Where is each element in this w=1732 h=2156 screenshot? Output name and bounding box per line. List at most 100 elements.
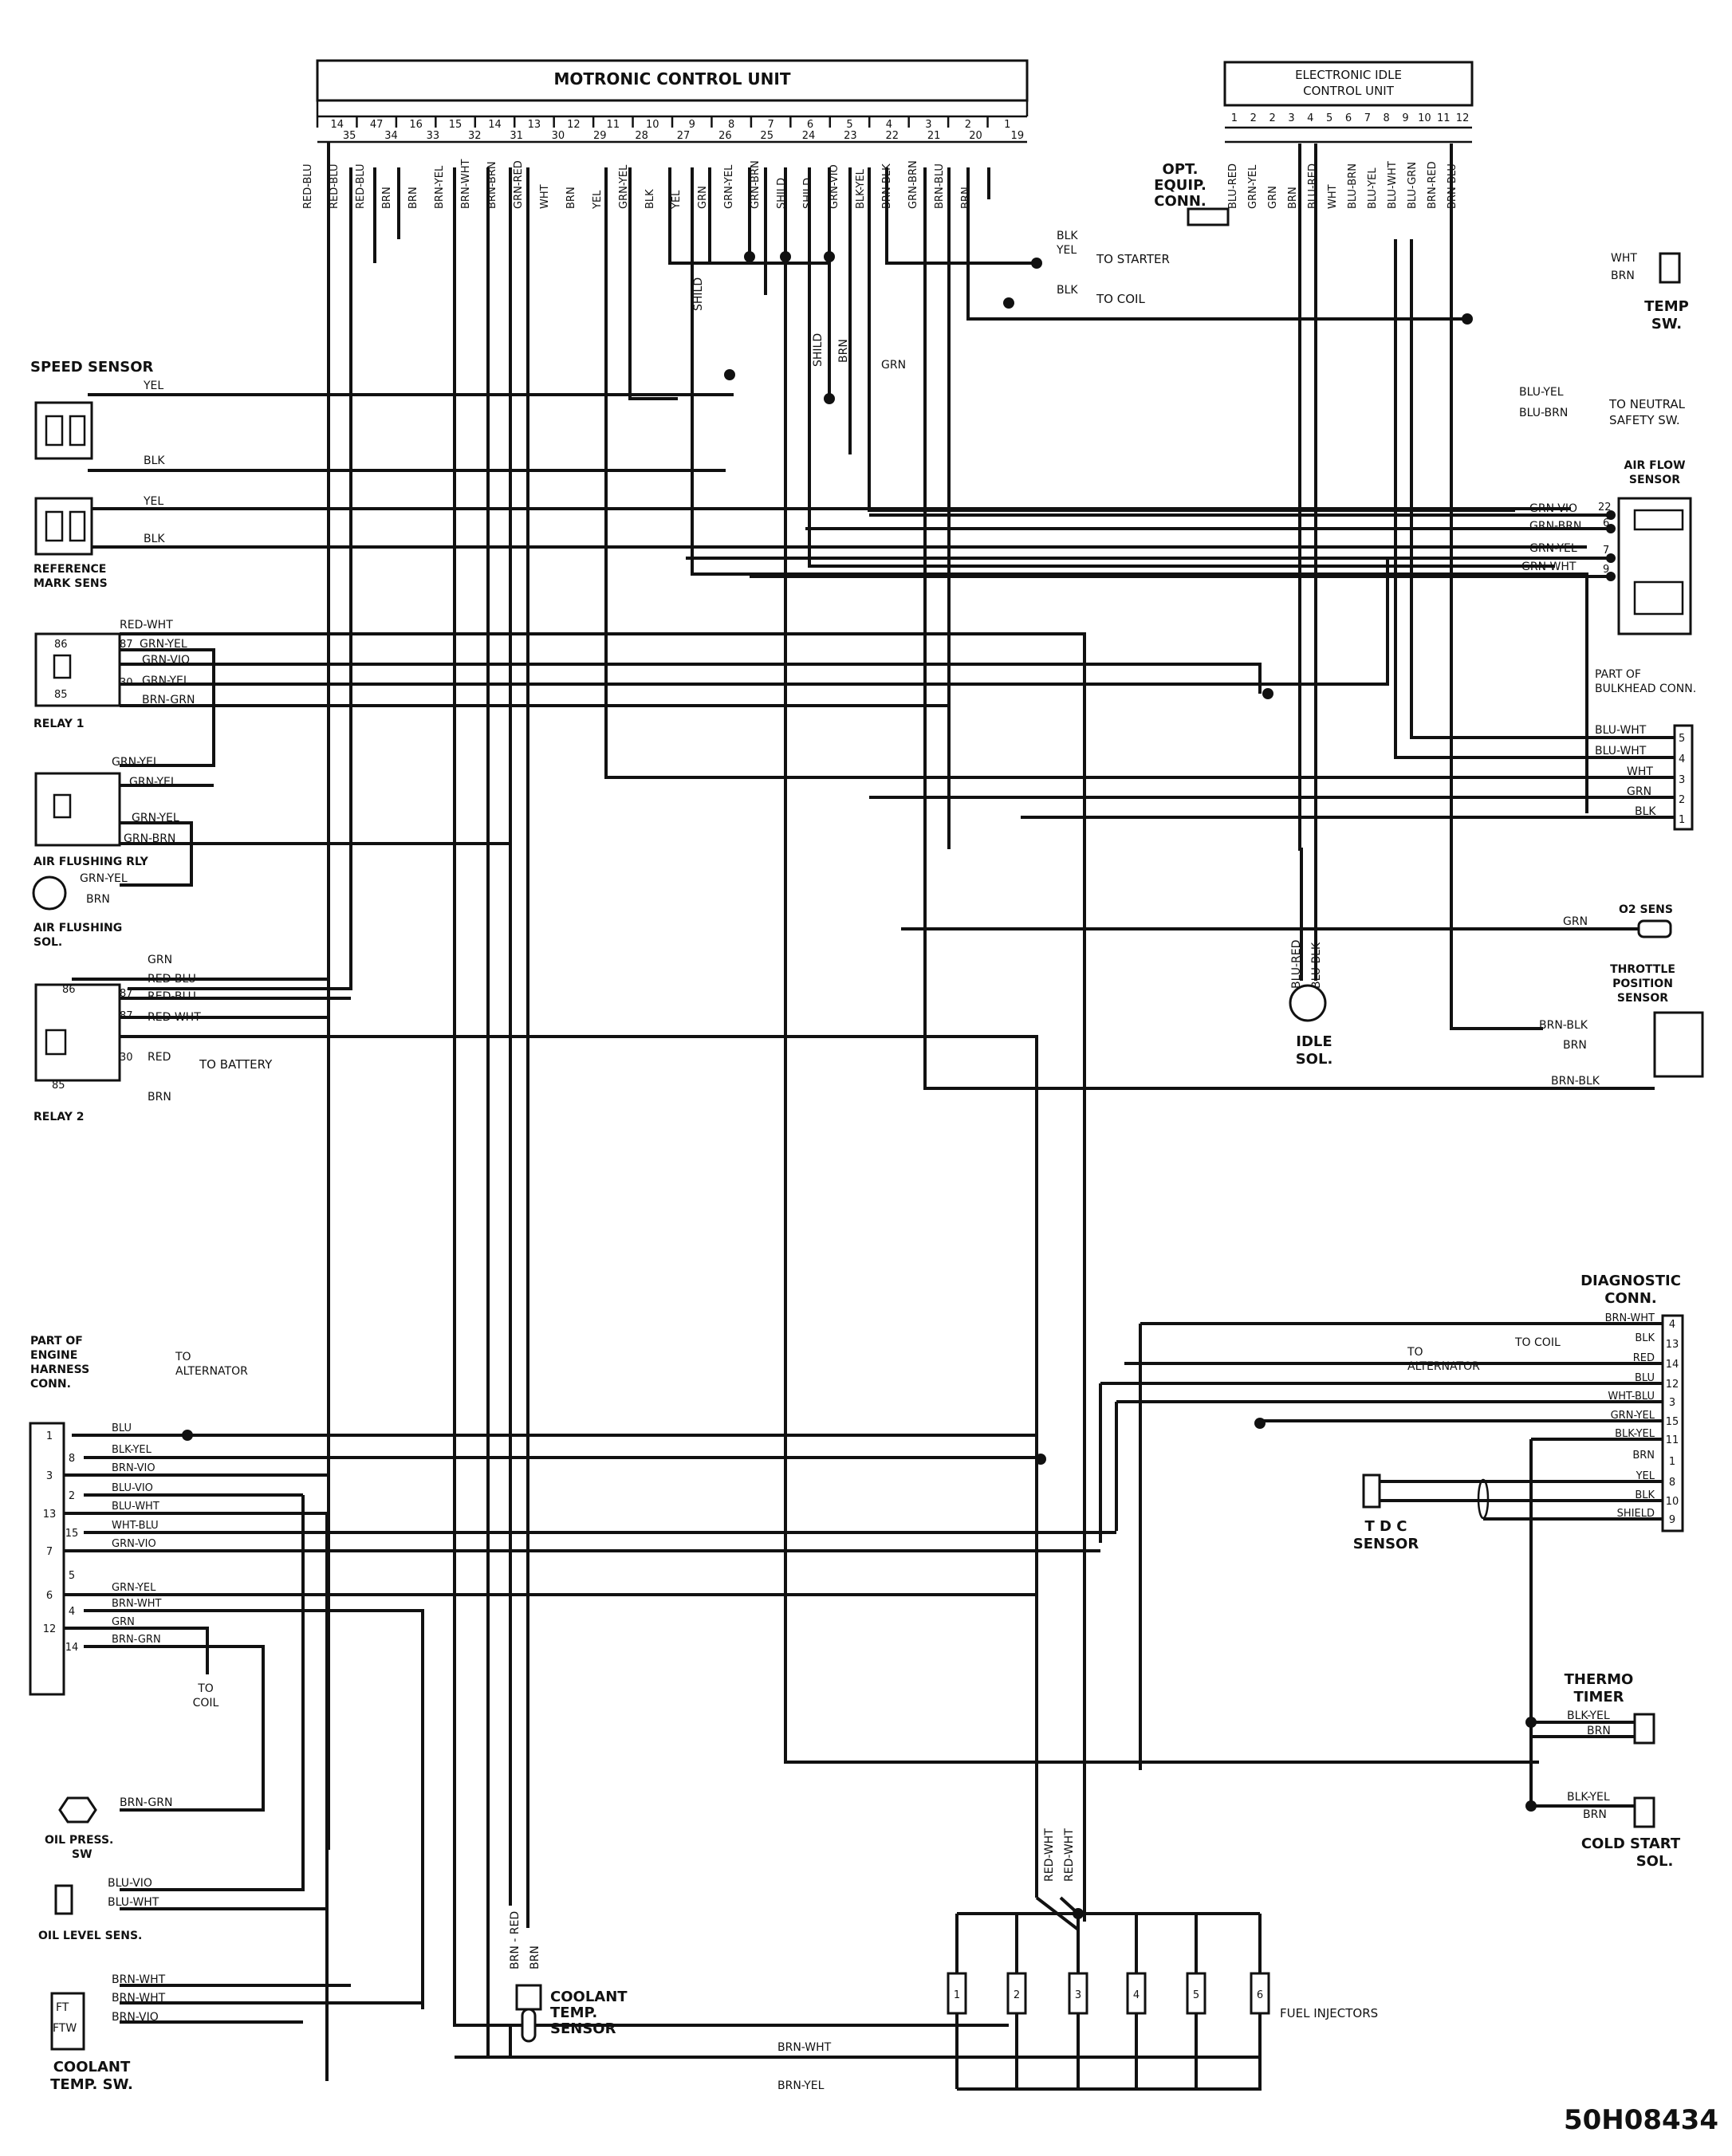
idle-wire-label: WHT (1327, 184, 1339, 209)
svg-text:86: 86 (62, 984, 76, 996)
idle-pin: 11 (1437, 112, 1451, 124)
fuel-injector (1126, 1972, 1147, 2015)
engine-harness-connector: PART OF ENGINE HARNESS CONN. TO ALTERNAT… (29, 1335, 248, 1709)
ecu-wire-label: BRN (960, 187, 972, 209)
diag-wire-labels: BRN-WHTBLKREDBLUWHT-BLUGRN-YELBLK-YELBRN… (1605, 1312, 1655, 1520)
injector-number: 1 (954, 1989, 960, 2001)
diag-pin: 12 (1666, 1379, 1679, 1391)
svg-text:THROTTLE: THROTTLE (1610, 963, 1675, 976)
svg-text:TO: TO (175, 1351, 191, 1363)
svg-text:BRN-GRN: BRN-GRN (120, 1796, 172, 1809)
ecu-wire-label: BLK (644, 189, 656, 209)
throttle-position-sensor: THROTTLE POSITION SENSOR BRN-BLK BRN BRN… (1539, 963, 1704, 1088)
fuel-injector (1068, 1972, 1088, 2015)
harness-pin: 7 (46, 1546, 53, 1558)
ecu-pin-bottom: 29 (593, 130, 607, 142)
svg-text:GRN-YEL: GRN-YEL (129, 776, 177, 789)
idle-wire-label: BLU-GRN (1407, 162, 1419, 209)
harness-pin: 6 (46, 1590, 53, 1602)
idle-wire-label: BRN (1287, 187, 1299, 209)
diag-wire-label: BLU (1635, 1372, 1655, 1384)
svg-text:TEMP: TEMP (1644, 298, 1689, 315)
ecu-wire-label: RED-BLU (355, 163, 367, 209)
opt-equip-conn: OPT. EQUIP. CONN. (1154, 161, 1230, 226)
fuel-injector (1006, 1972, 1027, 2015)
harness-pin: 12 (43, 1623, 57, 1635)
svg-text:CONN.: CONN. (1154, 193, 1206, 210)
diag-wire-label: RED (1633, 1352, 1655, 1364)
svg-text:COOLANT: COOLANT (550, 1989, 628, 2005)
ecu-wire-label: GRN-BRN (750, 160, 762, 209)
injector-number: 3 (1075, 1989, 1081, 2001)
ecu-wire-label: YEL (592, 190, 604, 210)
idle-pin: 5 (1326, 112, 1332, 124)
svg-text:FTW: FTW (53, 2022, 77, 2035)
svg-text:BRN-WHT: BRN-WHT (112, 1973, 166, 1986)
svg-text:GRN-YEL: GRN-YEL (140, 638, 187, 651)
reference-mark-sensor: YEL BLK REFERENCE MARK SENS (33, 495, 165, 590)
ecu-pin-top: 9 (689, 119, 695, 131)
o2-sensor: GRN O2 SENS (1563, 903, 1673, 938)
svg-text:BLK: BLK (1635, 805, 1656, 818)
svg-text:BLK: BLK (144, 533, 165, 545)
svg-text:BRN: BRN (1583, 1808, 1607, 1821)
diag-pin: 10 (1666, 1496, 1679, 1508)
svg-text:IDLE: IDLE (1296, 1033, 1332, 1050)
svg-text:GRN-BRN: GRN-BRN (1529, 520, 1581, 533)
svg-text:BRN: BRN (1611, 270, 1635, 282)
ecu-pin-top: 11 (607, 119, 620, 131)
harness-wire-labels: BLUBLK-YELBRN-VIOBLU-VIOBLU-WHTWHT-BLUGR… (112, 1422, 161, 1646)
ecu-pin-top: 2 (965, 119, 971, 131)
svg-text:BRN: BRN (86, 893, 110, 906)
svg-text:RED-WHT: RED-WHT (1063, 1828, 1076, 1882)
svg-text:BRN-WHT: BRN-WHT (777, 2041, 832, 2054)
svg-text:BRN-BLK: BRN-BLK (1551, 1075, 1600, 1088)
svg-text:BLK-YEL: BLK-YEL (1567, 1791, 1610, 1804)
ecu-pin-top: 8 (728, 119, 734, 131)
idle-pin: 2 (1250, 112, 1257, 124)
svg-text:2: 2 (1679, 794, 1685, 806)
neutral-safety-switch: BLU-YEL BLU-BRN TO NEUTRAL SAFETY SW. (1519, 386, 1686, 427)
diag-pin: 4 (1669, 1319, 1675, 1331)
harness-pin: 15 (65, 1528, 79, 1540)
svg-text:5: 5 (1679, 733, 1685, 745)
svg-text:BLU-RED: BLU-RED (1290, 940, 1303, 989)
diag-wire-label: WHT-BLU (1608, 1391, 1655, 1403)
diag-wire-label: BLK-YEL (1615, 1428, 1655, 1440)
ecu-wire-label: GRN (697, 186, 709, 209)
harness-wire-label: BLU (112, 1422, 132, 1434)
ecu-pin-bottom: 27 (677, 130, 691, 142)
svg-text:BLK-YEL: BLK-YEL (1567, 1709, 1610, 1722)
svg-text:EQUIP.: EQUIP. (1154, 177, 1206, 194)
fuel-injector (947, 1972, 967, 2015)
ecu-pin-bottom: 21 (927, 130, 941, 142)
svg-text:22: 22 (1598, 502, 1612, 513)
idle-pin: 6 (1345, 112, 1352, 124)
svg-text:RED-WHT: RED-WHT (120, 619, 173, 631)
svg-text:BRN-YEL: BRN-YEL (777, 2079, 825, 2092)
ecu-pin-top: 10 (646, 119, 659, 131)
diag-wire-label: GRN-YEL (1611, 1410, 1655, 1422)
svg-text:ENGINE: ENGINE (30, 1349, 77, 1362)
cold-start-solenoid: BLK-YEL BRN COLD START SOL. (1567, 1791, 1681, 1870)
ecu-pin-bottom: 33 (427, 130, 440, 142)
svg-text:87: 87 (120, 1010, 133, 1022)
svg-text:GRN-YEL: GRN-YEL (132, 812, 179, 824)
ecu-pin-bottom: 23 (844, 130, 857, 142)
ecu-pin-bottom: 28 (635, 130, 648, 142)
svg-text:GRN: GRN (148, 954, 172, 966)
svg-text:TO: TO (1407, 1346, 1423, 1359)
diag-pin: 15 (1666, 1416, 1679, 1428)
svg-text:30: 30 (120, 677, 133, 689)
svg-text:SENSOR: SENSOR (1353, 1536, 1419, 1552)
air-flow-sensor: AIR FLOW SENSOR GRN-VIO GRN-BRN GRN-YEL … (1521, 459, 1692, 635)
temp-switch: WHT BRN TEMP SW. (1611, 252, 1689, 332)
diag-pin: 3 (1669, 1397, 1675, 1409)
svg-text:YEL: YEL (1056, 244, 1077, 257)
diag-pin: 1 (1669, 1456, 1675, 1468)
